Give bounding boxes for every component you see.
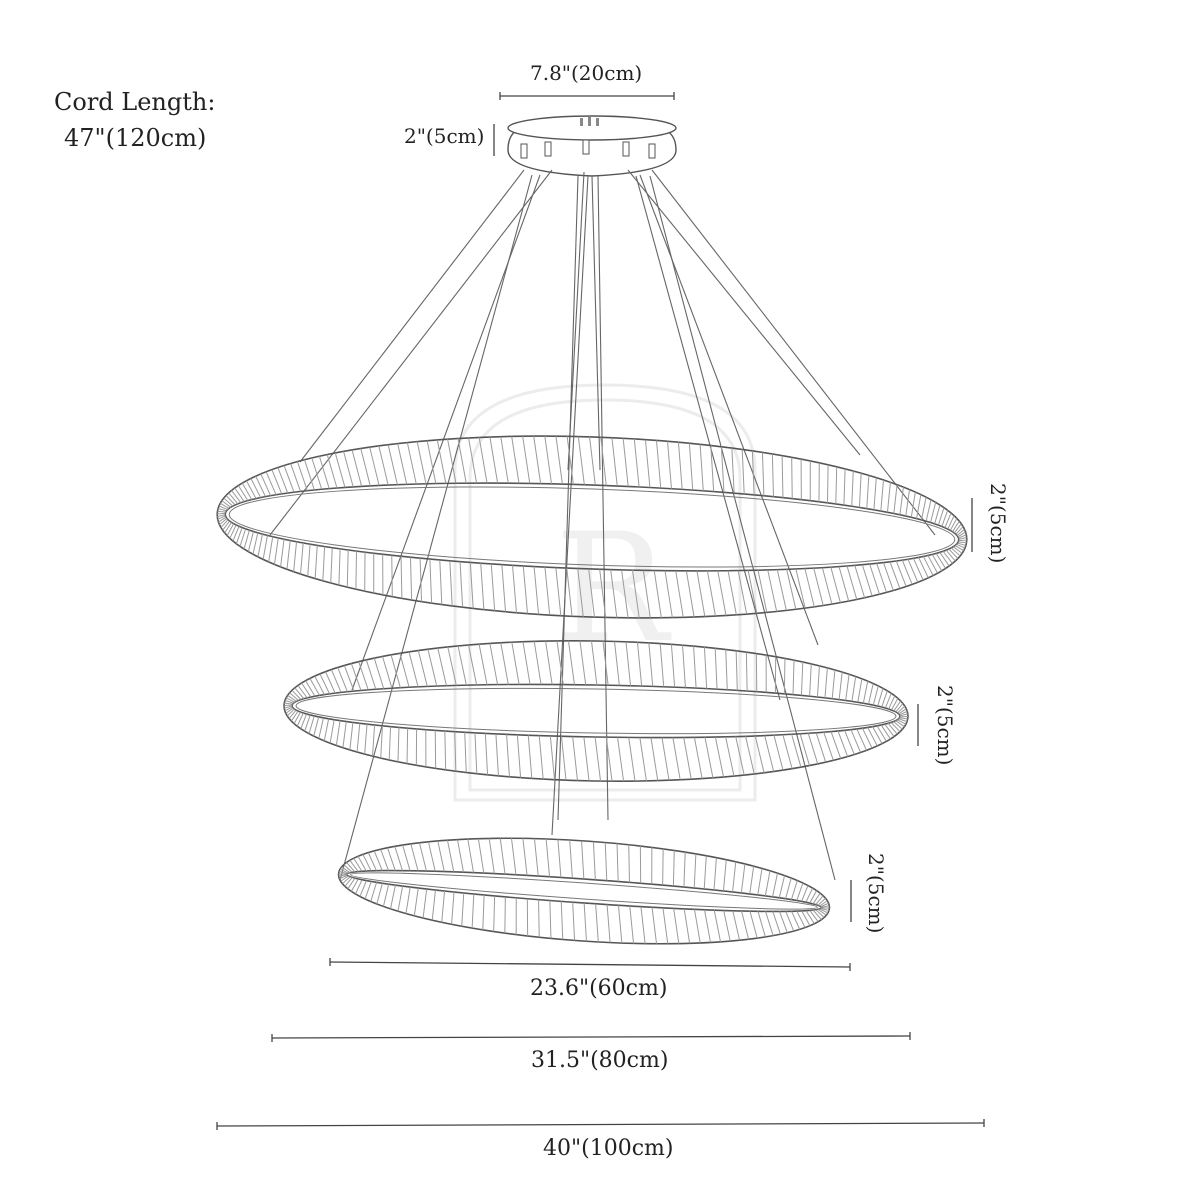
cord-length-label: Cord Length: xyxy=(54,88,216,116)
canopy-height-label: 2"(5cm) xyxy=(404,124,485,148)
dimension-lines xyxy=(216,92,985,1130)
ring-bottom-height-label: 2"(5cm) xyxy=(864,853,888,934)
crystal-ring-middle xyxy=(283,639,909,783)
ring-middle-height-label: 2"(5cm) xyxy=(933,685,957,766)
canopy-width-label: 7.8"(20cm) xyxy=(530,61,643,85)
width-medium-line xyxy=(271,1035,911,1039)
ring-top-height-label: 2"(5cm) xyxy=(986,483,1010,564)
width-small-line xyxy=(329,961,851,968)
width-medium-label: 31.5"(80cm) xyxy=(531,1048,669,1073)
width-large-line xyxy=(216,1122,985,1127)
crystal-ring-top xyxy=(216,435,968,619)
width-large-label: 40"(100cm) xyxy=(543,1136,674,1161)
cord-length-value: 47"(120cm) xyxy=(64,124,207,152)
crystal-ring-bottom xyxy=(337,837,831,945)
ceiling-canopy xyxy=(507,115,677,177)
width-small-label: 23.6"(60cm) xyxy=(530,976,668,1001)
